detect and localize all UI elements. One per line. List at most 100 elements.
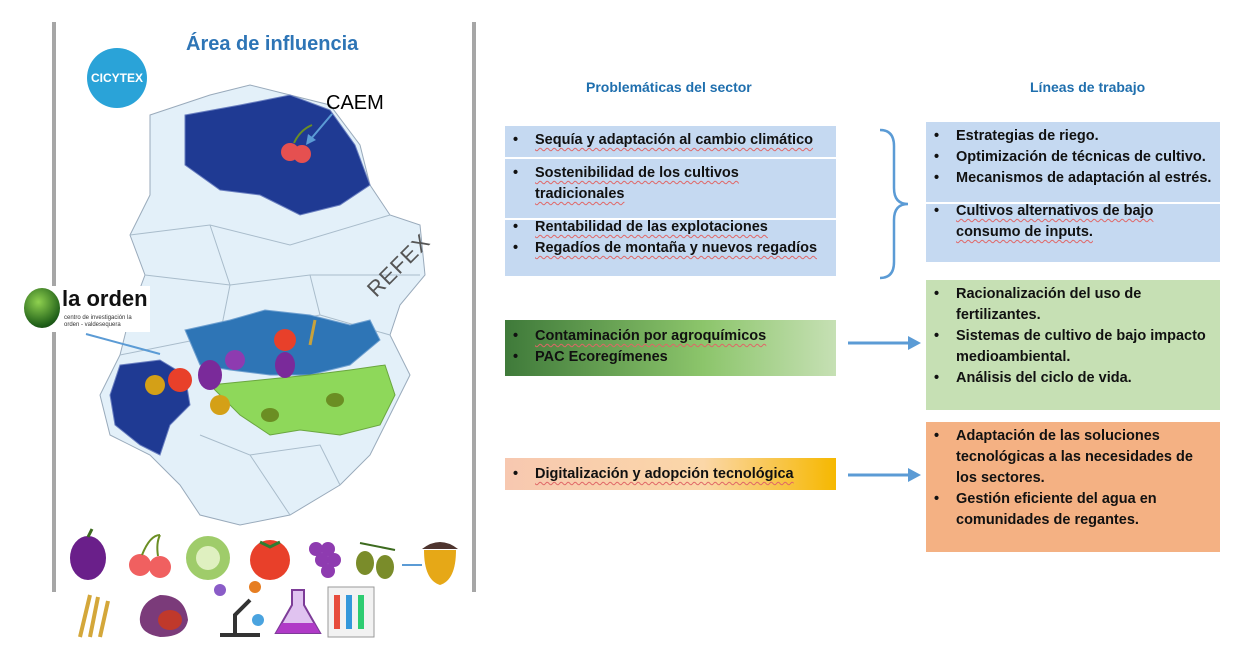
tomato-icon [250,540,290,580]
bullet: • [934,149,940,165]
bullet: • [934,170,940,186]
map-plum-icon [198,360,222,390]
crop-icons-strip [70,528,458,638]
list-item: • Análisis del ciclo de vida. [934,368,1214,389]
list-item: • Rentabilidad de las explotaciones [513,217,830,238]
fig-icon [139,595,188,637]
line-text: Mecanismos de adaptación al estrés. [956,170,1212,186]
map-plum-icon-2 [275,352,295,378]
lines-group-3: • Adaptación de las soluciones tecnológic… [926,422,1220,552]
bullet: • [934,428,940,444]
line-text: Cultivos alternativos de bajo consumo de… [956,203,1154,240]
laorden-name: la orden [62,286,148,311]
problem-text: Contaminación por agroquímicos [535,328,767,344]
problems-group-1: •Sequía y adaptación al cambio climático… [505,126,836,276]
line-text: Racionalización del uso de fertilizantes… [956,286,1142,323]
arrow-group-3 [848,468,921,482]
map-grapes-icon [225,350,245,370]
problem-text: Digitalización y adopción tecnológica [535,466,794,482]
list-item: • Optimización de técnicas de cultivo. [934,147,1214,168]
bullet: • [934,370,940,386]
header-lines: Líneas de trabajo [1030,79,1146,95]
list-item: • Contaminación por agroquímicos [513,326,830,347]
laorden-pointer [85,333,161,355]
map-acorn-icon-2 [210,395,230,415]
map-wheat-icon [308,319,317,346]
map-tomato-icon-2 [274,329,296,351]
microscope-icon [214,581,264,637]
list-item: • Racionalización del uso de fertilizante… [934,284,1214,326]
line-text: Estrategias de riego. [956,128,1099,144]
line-text: Optimización de técnicas de cultivo. [956,149,1206,165]
list-item: • Sistemas de cultivo de bajo impacto med… [934,326,1214,368]
bullet: • [934,203,940,219]
group-brace [879,128,909,280]
problems-group-1b: • Sostenibilidad de los cultivos tradicio… [513,163,830,205]
lines-group-2: • Racionalización del uso de fertilizante… [926,280,1220,410]
line-text: Sistemas de cultivo de bajo impacto medi… [956,328,1206,365]
lines-divider-1 [926,202,1220,204]
acorn-icon [402,542,458,585]
plum-icon [70,528,106,580]
laorden-subtitle: centro de investigación la orden - valde… [64,315,132,328]
bullet: • [513,219,519,235]
map-title: Área de influencia [186,33,359,55]
map-green-region [208,364,396,436]
list-item: • Regadíos de montaña y nuevos regadíos [513,238,830,259]
caem-arrow [306,113,333,145]
list-item: • Mecanismos de adaptación al estrés. [934,168,1214,189]
line-text: Adaptación de las soluciones tecnológica… [956,428,1193,486]
map-olive-icon [261,408,279,422]
bullet: • [934,128,940,144]
problems-divider-1 [505,157,836,159]
bullet: • [513,240,519,256]
bullet: • [513,349,519,365]
list-item: • Estrategias de riego. [934,126,1214,147]
problem-text: Rentabilidad de las explotaciones [535,219,768,235]
problem-text: PAC Ecoregímenes [535,349,668,365]
laorden-ball-icon [24,288,60,328]
bullet: • [513,165,519,181]
map-olive-icon-2 [326,393,344,407]
header-problems: Problemáticas del sector [586,79,752,95]
list-item: • Sostenibilidad de los cultivos tradicio… [513,163,830,205]
list-item: • Digitalización y adopción tecnológica [513,464,830,485]
line-text: Análisis del ciclo de vida. [956,370,1132,386]
bullet: • [934,286,940,302]
list-item: • Cultivos alternativos de bajo consumo d… [934,201,1214,243]
problems-group-2: • Contaminación por agroquímicos • PAC Eco… [505,320,836,376]
problems-group-1a: •Sequía y adaptación al cambio climático [513,130,830,151]
caem-label: CAEM [326,92,384,114]
bullet: • [934,491,940,507]
problems-group-1c: • Rentabilidad de las explotaciones • Rega… [513,217,830,259]
cabbage-icon [186,536,230,580]
problems-group-3: • Digitalización y adopción tecnológica [505,458,836,490]
bullet: • [513,328,519,344]
problem-text: Sostenibilidad de los cultivos tradicion… [535,165,739,202]
bullet: • [513,466,519,482]
line-text: Gestión eficiente del agua en comunidade… [956,491,1157,528]
problem-text: Regadíos de montaña y nuevos regadíos [535,240,818,256]
flask-icon [274,589,322,634]
olive-icon [356,542,396,579]
cicytex-logo: CICYTEX [87,48,147,108]
list-item: •Sequía y adaptación al cambio climático [513,130,830,151]
map-tomato-icon [168,368,192,392]
problems-divider-2 [505,218,836,220]
laorden-logo: la orden centro de investigación la orde… [24,286,150,332]
list-item: • Gestión eficiente del agua en comunidad… [934,489,1214,531]
map-acorn-icon [145,375,165,395]
lines-group-1: • Estrategias de riego. • Optimización de … [926,122,1220,262]
wheat-icon [78,594,110,638]
region-map [99,84,426,526]
list-item: • PAC Ecoregímenes [513,347,830,368]
list-item: • Adaptación de las soluciones tecnológic… [934,426,1214,489]
arrow-group-2 [848,336,921,350]
right-divider [472,22,476,592]
grapes-icon [309,542,341,578]
bullet: • [934,328,940,344]
cherry-icon [129,534,171,578]
bullet: • [513,132,519,148]
logo-text: CICYTEX [90,71,143,85]
test-tubes-icon [327,586,375,638]
